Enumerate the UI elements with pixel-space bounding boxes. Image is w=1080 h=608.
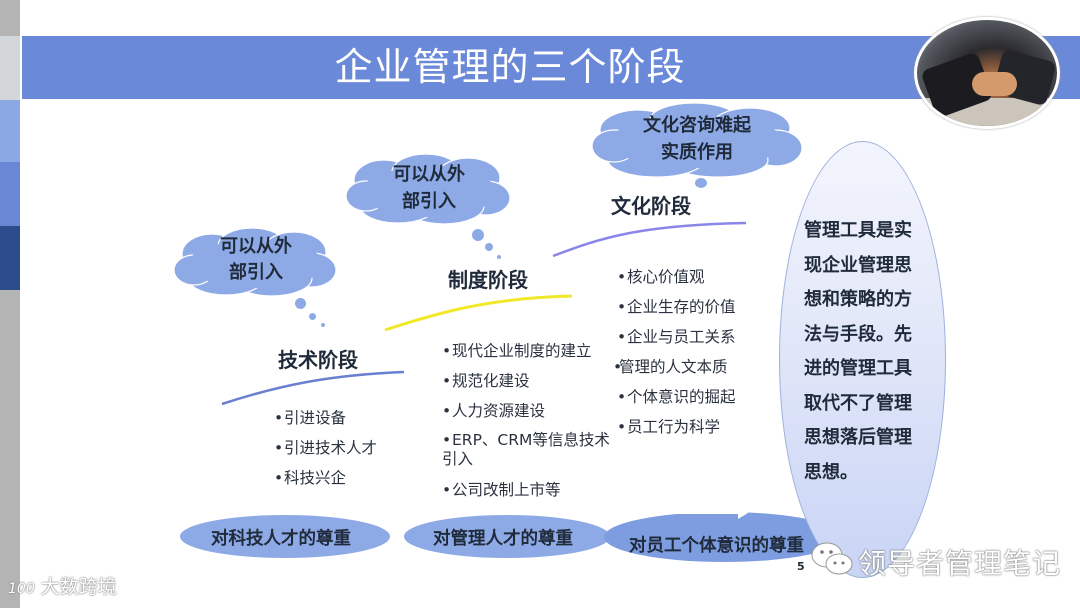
respect-text-tech: 对科技人才的尊重 — [211, 529, 351, 549]
bullet-text: 企业生存的价值 — [627, 298, 736, 316]
side-strip-light-gray — [0, 36, 20, 100]
thought-bubble-dot — [295, 298, 306, 309]
title-bar — [22, 36, 1080, 99]
side-strip-gray-top — [0, 0, 20, 36]
bullet-item: •核心价值观 — [617, 262, 736, 292]
bullet-dot-icon: • — [442, 431, 452, 449]
watermark-left: 100 大数跨境 — [8, 572, 117, 599]
bullet-text: 公司改制上市等 — [452, 481, 561, 499]
bullet-item: •员工行为科学 — [617, 412, 736, 442]
thought-cloud-system: 可以从外 部引入 — [344, 152, 514, 227]
bullet-item: •ERP、CRM等信息技术引入 — [442, 431, 612, 469]
respect-oval-culture — [604, 512, 844, 562]
bullet-item: •个体意识的掘起 — [617, 382, 736, 412]
bullet-text: 引进设备 — [284, 409, 347, 427]
page-number: 5 — [797, 560, 805, 573]
cloud-text-line1: 文化咨询难起 — [643, 115, 751, 136]
bullet-text: 科技兴企 — [284, 469, 347, 487]
bullet-text: 现代企业制度的建立 — [452, 342, 592, 360]
side-note-text: 管理工具是实现企业管理思想和策略的方法与手段。先进的管理工具取代不了管理思想落后… — [804, 220, 912, 483]
bullet-text: 核心价值观 — [627, 268, 705, 286]
thought-bubble-dot — [309, 313, 316, 320]
bullet-item: •企业生存的价值 — [617, 292, 736, 322]
stage-title-system: 制度阶段 — [448, 268, 528, 292]
cloud-text-line1: 可以从外 — [393, 164, 465, 185]
thought-cloud-culture: 文化咨询难起 实质作用 — [590, 102, 804, 180]
cloud-shape-icon — [345, 153, 511, 225]
respect-text-culture: 对员工个体意识的尊重 — [629, 536, 804, 556]
arrow-right-icon — [738, 507, 748, 519]
bullet-list-system: •现代企业制度的建立 •规范化建设 •人力资源建设 •ERP、CRM等信息技术引… — [442, 336, 612, 505]
thought-cloud-tech: 可以从外 部引入 — [172, 226, 340, 298]
bullet-dot-icon: • — [442, 372, 452, 390]
bullet-text: 个体意识的掘起 — [627, 388, 736, 406]
thought-bubble-dot — [321, 323, 325, 327]
system-curve — [384, 294, 573, 332]
bullet-list-culture: •核心价值观 •企业生存的价值 •企业与员工关系 •管理的人文本质 •个体意识的… — [613, 262, 736, 442]
bullet-item: •企业与员工关系 — [617, 322, 736, 352]
bullet-item: •人力资源建设 — [442, 396, 612, 426]
thought-bubble-dot — [497, 255, 501, 259]
photo-hands — [972, 72, 1017, 96]
slide-title: 企业管理的三个阶段 — [334, 45, 686, 89]
bullet-dot-icon: • — [617, 418, 627, 436]
bullet-list-tech: •引进设备 •引进技术人才 •科技兴企 — [274, 403, 377, 493]
watermark-right: 领导者管理笔记 — [858, 547, 1062, 580]
bullet-text: ERP、CRM等信息技术引入 — [442, 431, 610, 468]
bullet-text: 规范化建设 — [452, 372, 530, 390]
bullet-dot-icon: • — [274, 439, 284, 457]
bullet-item: •引进设备 — [274, 403, 377, 433]
thought-bubble-dot — [485, 243, 493, 251]
cloud-text-line2: 实质作用 — [661, 142, 733, 163]
bullet-dot-icon: • — [274, 469, 284, 487]
bullet-dot-icon: • — [442, 402, 452, 420]
cloud-text-line2: 部引入 — [402, 191, 456, 212]
bullet-dot-icon: • — [274, 409, 284, 427]
handshake-photo — [914, 17, 1060, 129]
culture-curve — [552, 221, 747, 258]
bullet-item: •引进技术人才 — [274, 433, 377, 463]
bullet-text: 人力资源建设 — [452, 402, 546, 420]
wechat-icon — [811, 542, 853, 575]
bullet-dot-icon: • — [613, 358, 623, 376]
stage-title-tech: 技术阶段 — [278, 348, 358, 372]
side-strip-gray-bottom — [0, 290, 20, 608]
respect-text-system: 对管理人才的尊重 — [433, 529, 573, 549]
bullet-item: •公司改制上市等 — [442, 475, 612, 505]
side-strip-blue — [0, 162, 20, 226]
bullet-item: •现代企业制度的建立 — [442, 336, 612, 366]
bullet-text: 企业与员工关系 — [627, 328, 736, 346]
arrow-line — [650, 512, 740, 514]
side-strip-light-blue — [0, 100, 20, 162]
thought-bubble-dot — [695, 178, 707, 188]
bullet-item: •科技兴企 — [274, 463, 377, 493]
side-strip-navy — [0, 226, 20, 290]
cloud-shape-icon — [173, 227, 337, 297]
cloud-text-line1: 可以从外 — [220, 236, 292, 257]
bullet-text: 员工行为科学 — [627, 418, 721, 436]
bullet-dot-icon: • — [617, 298, 627, 316]
watermark-left-text: 大数跨境 — [40, 576, 117, 598]
bullet-dot-icon: • — [442, 481, 452, 499]
thought-bubble-dot — [472, 229, 484, 241]
cloud-shape-icon — [591, 102, 803, 178]
bullet-text: 引进技术人才 — [284, 439, 378, 457]
bullet-dot-icon: • — [617, 268, 627, 286]
respect-oval-system — [404, 515, 610, 558]
bullet-text: 管理的人文本质 — [619, 358, 728, 376]
watermark-logo-icon: 100 — [8, 581, 35, 597]
bullet-dot-icon: • — [442, 342, 452, 360]
bullet-item: •规范化建设 — [442, 366, 612, 396]
bullet-dot-icon: • — [617, 388, 627, 406]
cloud-text-line2: 部引入 — [229, 262, 283, 283]
bullet-dot-icon: • — [617, 328, 627, 346]
bullet-item: •管理的人文本质 — [613, 352, 736, 382]
stage-title-culture: 文化阶段 — [611, 194, 691, 218]
side-note-oval — [779, 141, 946, 578]
tech-curve — [221, 370, 405, 406]
respect-oval-tech — [180, 515, 390, 558]
